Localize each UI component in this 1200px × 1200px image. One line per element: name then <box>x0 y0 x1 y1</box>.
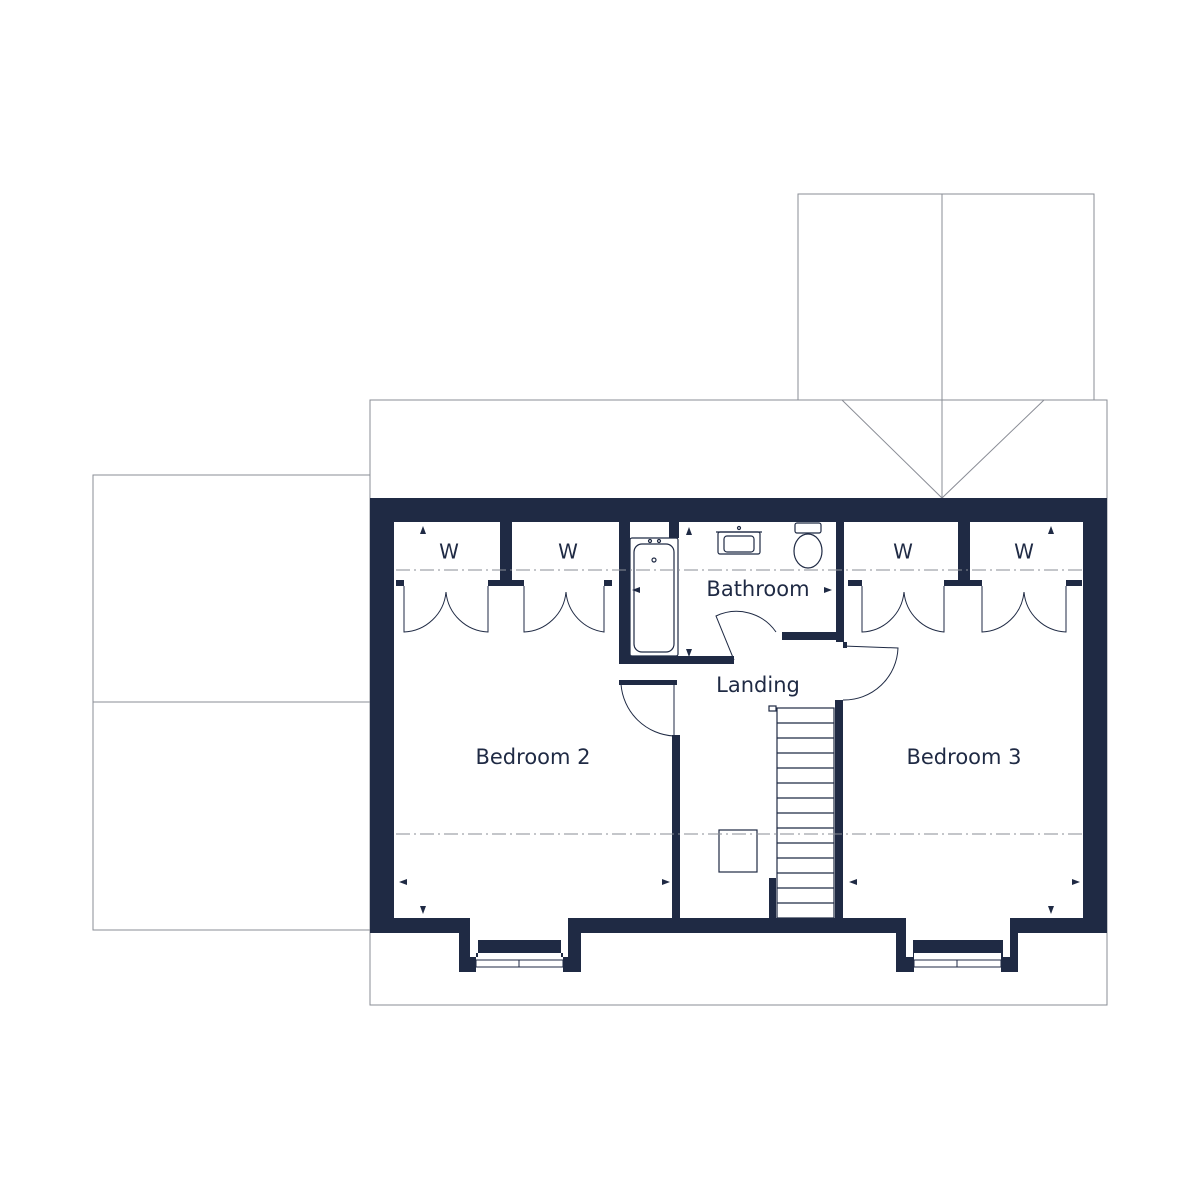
ceiling-slope-lines <box>396 569 1082 835</box>
roof-rear-projection <box>797 193 1095 401</box>
loft-hatch <box>718 829 758 873</box>
wardrobe-label: W <box>893 540 913 564</box>
room-label-bedroom-2: Bedroom 2 <box>475 745 590 769</box>
wardrobe-labels: W W W W <box>439 540 1034 564</box>
doors <box>403 586 1067 737</box>
external-walls <box>370 498 1107 972</box>
wardrobe-label: W <box>1014 540 1034 564</box>
internal-walls <box>396 522 1082 918</box>
room-labels: Bedroom 2 Bedroom 3 Bathroom Landing <box>475 577 1021 769</box>
roof-outline <box>92 193 1108 1006</box>
wardrobe-label: W <box>439 540 459 564</box>
dimension-arrows <box>399 526 1080 914</box>
roof-main <box>369 399 1108 1006</box>
wc <box>794 522 822 534</box>
room-label-bedroom-3: Bedroom 3 <box>906 745 1021 769</box>
room-label-landing: Landing <box>716 673 800 697</box>
wardrobe-label: W <box>558 540 578 564</box>
room-label-bathroom: Bathroom <box>706 577 809 601</box>
bathtub <box>629 537 679 657</box>
bathroom-fittings <box>629 522 823 657</box>
staircase <box>768 705 835 919</box>
